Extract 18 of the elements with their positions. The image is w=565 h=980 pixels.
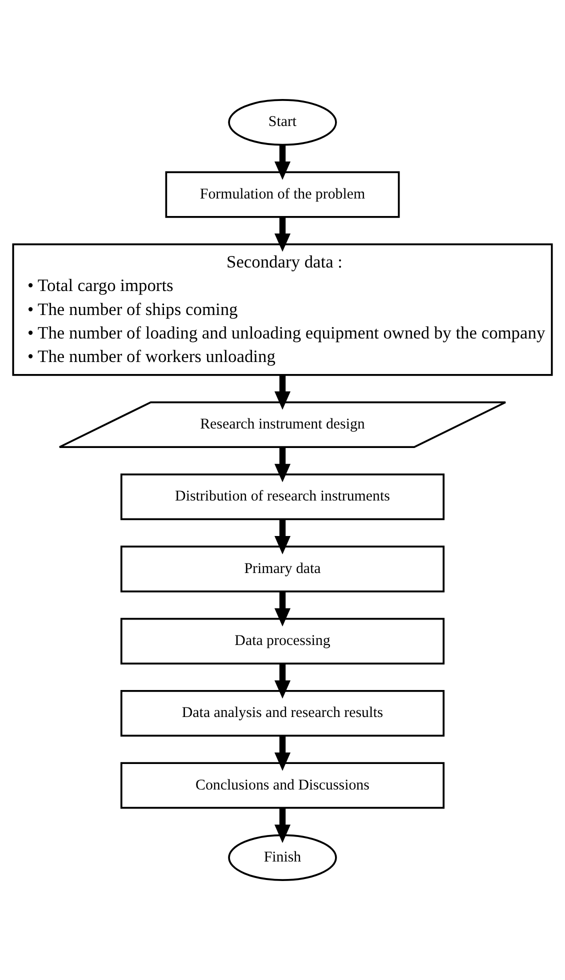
node-box: Secondary data : • Total cargo imports • The number of ships coming • The number of loading and unloading equipment owned by the company • The number of workers unloading <box>12 243 553 376</box>
arrow <box>274 144 291 180</box>
arrow <box>274 592 291 627</box>
arrow <box>274 664 291 699</box>
node-box: Data processing <box>120 618 445 664</box>
arrow <box>274 519 291 554</box>
node-box: Primary data <box>120 546 445 592</box>
arrow <box>274 808 291 843</box>
node-box: Formulation of the problem <box>165 171 400 218</box>
node-ellipse: Start <box>228 99 337 146</box>
arrow <box>274 447 291 482</box>
node-box: Data analysis and research results <box>120 690 445 737</box>
node-ellipse: Finish <box>228 834 337 881</box>
node-box: Distribution of research instruments <box>120 474 445 520</box>
node-box: Conclusions and Discussions <box>120 762 445 809</box>
arrow <box>274 736 291 771</box>
arrow <box>274 375 291 410</box>
arrow <box>274 216 291 252</box>
